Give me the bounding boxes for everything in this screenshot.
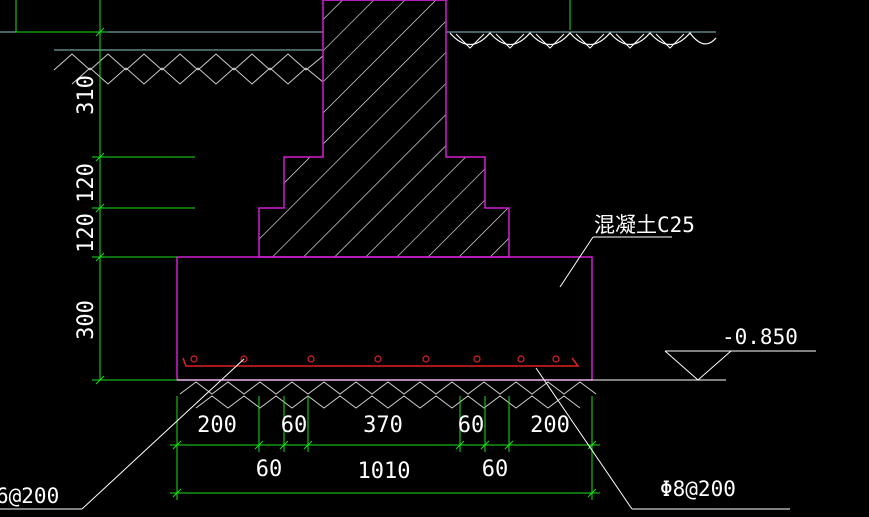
- dim-310: 310: [74, 75, 99, 115]
- dim-370: 370: [363, 413, 403, 438]
- dim-120-upper: 120: [74, 163, 99, 203]
- ground-surface-right: [446, 0, 717, 49]
- soil-below-base: [100, 379, 726, 409]
- dim-120-lower: 120: [74, 213, 99, 253]
- dim-200-left: 200: [197, 413, 237, 438]
- rebar-distribution-callout: 6@200: [0, 358, 245, 510]
- horizontal-dimension-chain: [170, 396, 600, 500]
- dim-60-left-step: 60: [281, 413, 308, 438]
- dim-60-right-lower: 60: [482, 457, 509, 482]
- dim-300: 300: [74, 300, 99, 340]
- bottom-rebar: [182, 355, 580, 367]
- concrete-grade-label: 混凝土C25: [594, 213, 695, 237]
- dim-200-right: 200: [530, 413, 570, 438]
- vertical-dimension-texts: 310 120 120 300: [74, 75, 99, 340]
- horizontal-dimension-texts: 200 60 370 60 200 60 1010 60: [197, 413, 570, 484]
- dim-60-right-step: 60: [458, 413, 485, 438]
- dim-60-left-lower: 60: [256, 457, 283, 482]
- rebar-distribution-label: 6@200: [0, 484, 59, 508]
- elevation-marker: -0.850: [648, 325, 816, 381]
- concrete-base: [176, 256, 593, 381]
- rebar-main-label: Φ8@200: [660, 477, 736, 501]
- ground-surface-left: [0, 31, 324, 85]
- rebar-main-callout: Φ8@200: [535, 367, 790, 510]
- dim-1010: 1010: [358, 459, 411, 484]
- concrete-callout: 混凝土C25: [559, 213, 695, 288]
- elevation-value: -0.850: [722, 325, 798, 349]
- brick-wall-footing: [258, 0, 510, 258]
- vertical-dimension-chain: [15, 0, 195, 385]
